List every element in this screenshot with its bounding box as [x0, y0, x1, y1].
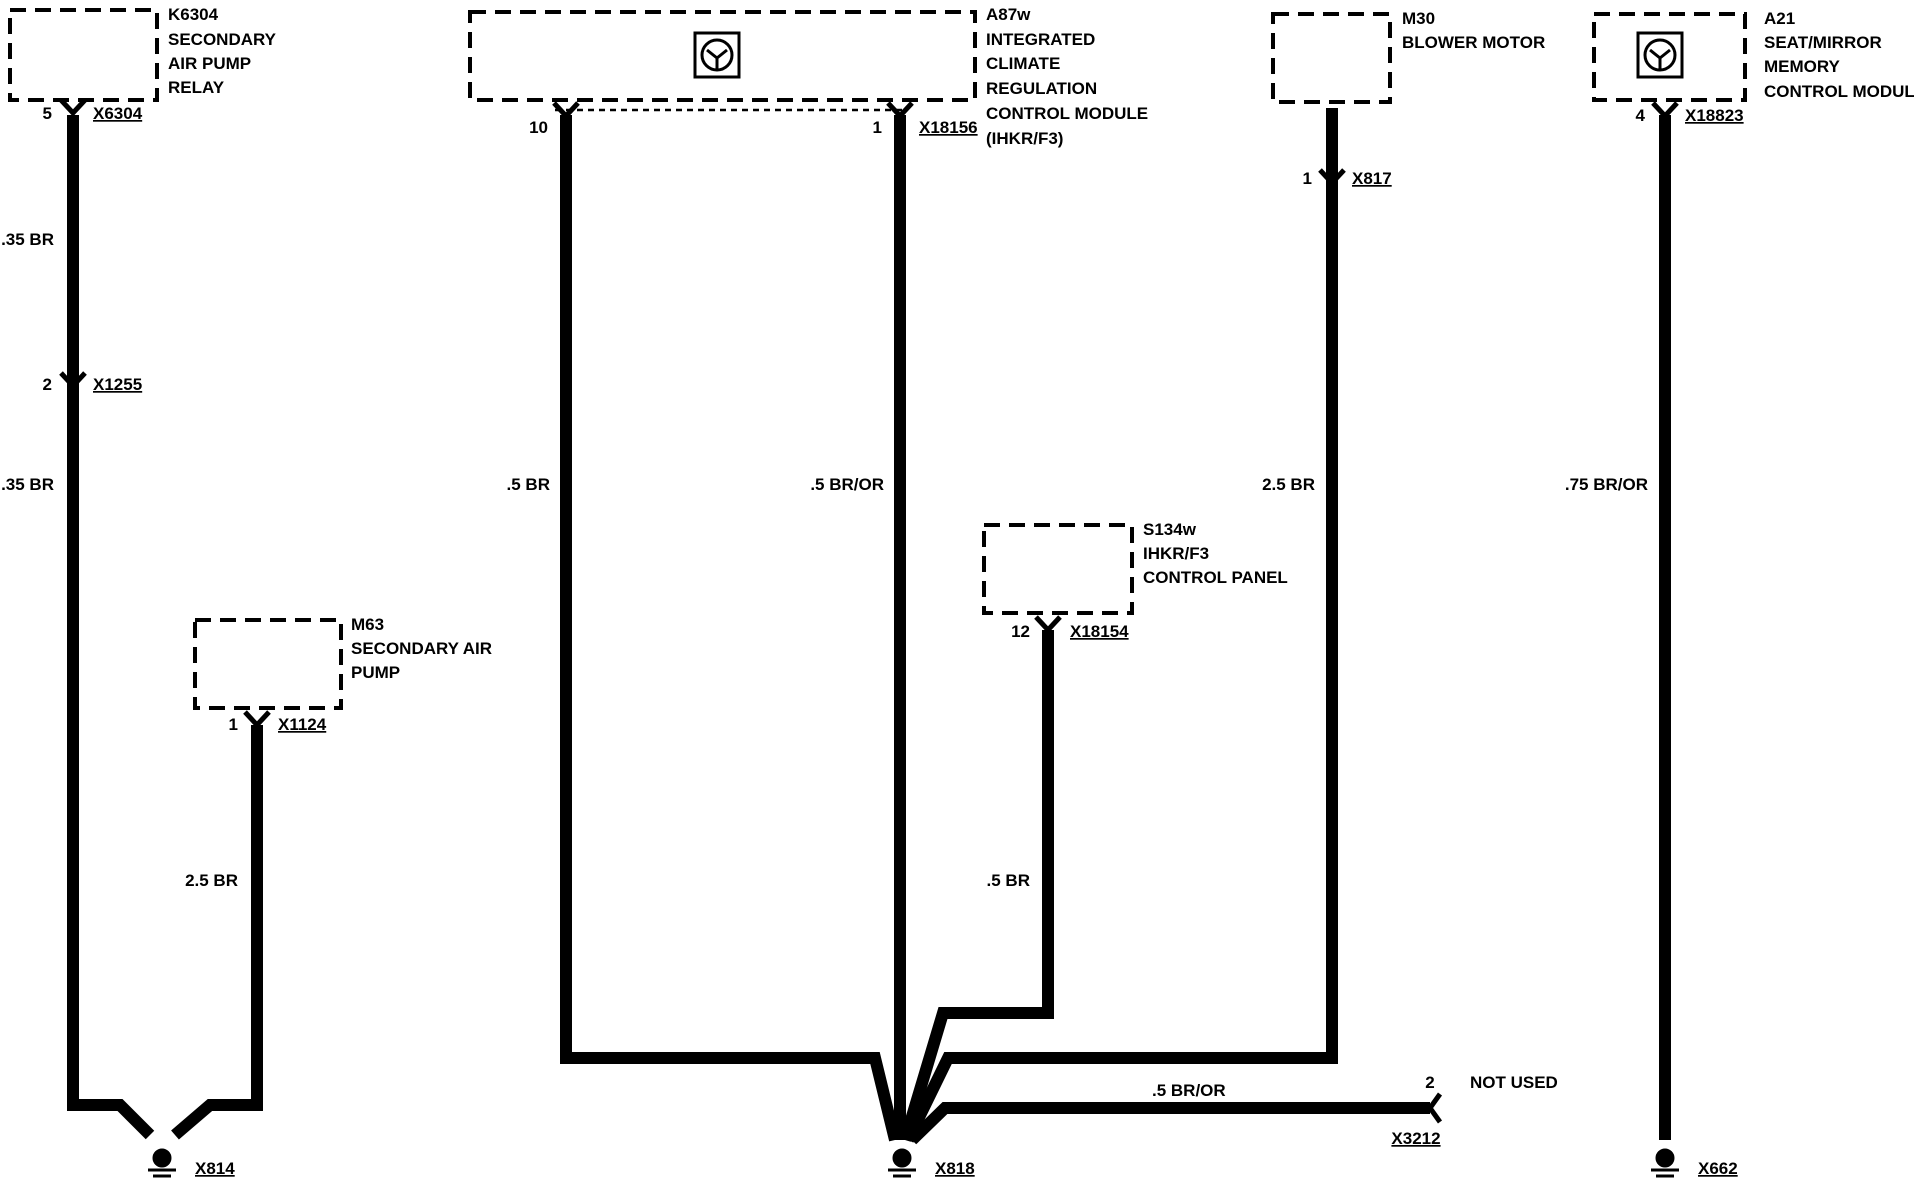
connector-name: X3212 — [1391, 1129, 1440, 1148]
component-desc: SECONDARY — [168, 30, 277, 49]
component-desc: AIR PUMP — [168, 54, 251, 73]
connector-name: X18823 — [1685, 106, 1744, 125]
wire-label: .35 BR — [1, 475, 54, 494]
wire-m30 — [902, 108, 1338, 1143]
wire-label: 2.5 BR — [1262, 475, 1315, 494]
m63-label: M63 SECONDARY AIR PUMP — [351, 615, 492, 682]
pin-number: 5 — [43, 104, 52, 123]
pin-number: 1 — [229, 715, 238, 734]
connector-name: X817 — [1352, 169, 1392, 188]
component-desc: SEAT/MIRROR — [1764, 33, 1882, 52]
component-id: A87w — [986, 5, 1031, 24]
component-desc: INTEGRATED — [986, 30, 1095, 49]
component-desc: (IHKR/F3) — [986, 129, 1063, 148]
component-id: A21 — [1764, 9, 1795, 28]
a21-box — [1592, 12, 1747, 102]
connector-chevron — [59, 371, 87, 390]
component-desc: CONTROL MODULE — [986, 104, 1148, 123]
a87w-box — [468, 10, 977, 102]
pin-number: 2 — [1425, 1073, 1434, 1092]
a21-label: A21 SEAT/MIRROR MEMORY CONTROL MODULE — [1764, 9, 1914, 101]
component-desc: PUMP — [351, 663, 400, 682]
pin-number: 10 — [529, 118, 548, 137]
ground-name: X814 — [195, 1159, 235, 1178]
m30-box — [1271, 12, 1392, 104]
component-desc: CLIMATE — [986, 54, 1060, 73]
connector-chevron — [1318, 168, 1346, 187]
wire-m63 — [171, 725, 263, 1140]
component-id: K6304 — [168, 5, 219, 24]
connector-chevron — [552, 101, 580, 120]
connector-chevron — [886, 101, 914, 120]
wire-label: .5 BR/OR — [810, 475, 884, 494]
connector-chevron — [59, 98, 87, 117]
component-id: M30 — [1402, 9, 1435, 28]
s134w-label: S134w IHKR/F3 CONTROL PANEL — [1143, 520, 1288, 587]
wire-label: .5 BR/OR — [1152, 1081, 1226, 1100]
pin-number: 1 — [1303, 169, 1312, 188]
connector-name: X6304 — [93, 104, 143, 123]
wire-s134w — [899, 630, 1054, 1142]
component-desc: SECONDARY AIR — [351, 639, 492, 658]
m63-box — [193, 618, 343, 710]
component-desc: BLOWER MOTOR — [1402, 33, 1545, 52]
wire-label: 2.5 BR — [185, 871, 238, 890]
wire-k6304 — [67, 115, 155, 1140]
ground-name: X662 — [1698, 1159, 1738, 1178]
pin-number: 12 — [1011, 622, 1030, 641]
ground-icon — [148, 1148, 176, 1178]
pin-number: 4 — [1636, 106, 1646, 125]
component-desc: CONTROL PANEL — [1143, 568, 1288, 587]
wire-x3212 — [907, 1102, 1430, 1145]
wire-label: .5 BR — [987, 871, 1030, 890]
k6304-box — [8, 8, 159, 102]
connector-name: X18154 — [1070, 622, 1129, 641]
a87w-label: A87w INTEGRATED CLIMATE REGULATION CONTR… — [986, 5, 1148, 148]
ground-icon — [1651, 1148, 1679, 1178]
component-id: M63 — [351, 615, 384, 634]
wire-label: .75 BR/OR — [1565, 475, 1648, 494]
component-id: S134w — [1143, 520, 1197, 539]
connector-chevron — [1651, 101, 1679, 120]
wire-label: .5 BR — [507, 475, 550, 494]
pin-number: 2 — [43, 375, 52, 394]
connector-name: X1255 — [93, 375, 142, 394]
connector-chevron — [1426, 1092, 1443, 1124]
steering-wheel-icon — [1636, 31, 1684, 79]
wire-a87w-pin10 — [560, 115, 901, 1142]
not-used-note: NOT USED — [1470, 1073, 1558, 1092]
steering-wheel-icon — [693, 31, 741, 79]
component-desc: REGULATION — [986, 79, 1097, 98]
ground-icon — [888, 1148, 916, 1178]
pin-number: 1 — [873, 118, 882, 137]
component-desc: MEMORY — [1764, 57, 1841, 76]
connector-name: X18156 — [919, 118, 978, 137]
component-desc: CONTROL MODULE — [1764, 82, 1914, 101]
wire-label: .35 BR — [1, 230, 54, 249]
ground-name: X818 — [935, 1159, 975, 1178]
k6304-label: K6304 SECONDARY AIR PUMP RELAY — [168, 5, 277, 97]
component-desc: RELAY — [168, 78, 225, 97]
connector-chevron — [1034, 615, 1062, 634]
component-desc: IHKR/F3 — [1143, 544, 1209, 563]
connector-name: X1124 — [278, 715, 327, 734]
connector-chevron — [243, 710, 271, 729]
s134w-box — [982, 523, 1134, 615]
m30-label: M30 BLOWER MOTOR — [1402, 9, 1545, 52]
